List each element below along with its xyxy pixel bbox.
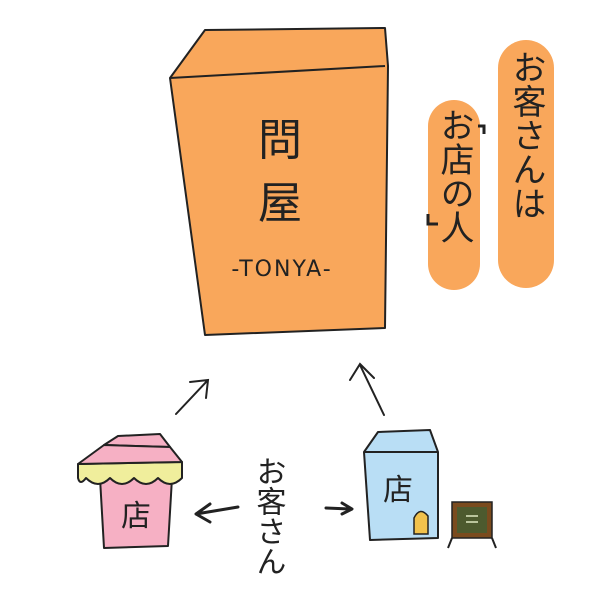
chalkboard-sign-icon [447, 501, 497, 549]
wholesaler-building: 問 屋 -TONYA- [169, 27, 389, 336]
pink-shop: 店 [77, 433, 183, 549]
chalkboard-lines [466, 515, 478, 523]
arrow-right-icon [324, 501, 354, 516]
pink-shop-awning [77, 461, 183, 485]
label-arrow-bottom-icon [426, 214, 438, 226]
wholesaler-roof-line [169, 65, 386, 79]
arrow-up-left-icon [175, 378, 210, 415]
blue-shop-door [413, 510, 429, 535]
wholesaler-kanji-top: 問 [258, 115, 302, 166]
customer-center-label: お客さん [251, 456, 286, 576]
pink-shop-sign: 店 [121, 499, 151, 534]
customer-center-text: お客さん [251, 456, 286, 576]
label-arrow-top-icon [478, 124, 486, 134]
pink-shop-awning-top [77, 444, 183, 465]
shop-people-text: お店の人 [434, 108, 474, 244]
blue-shop: 店 [363, 429, 439, 541]
customers-pill [498, 40, 554, 288]
wholesaler-romaji: -TONYA- [231, 257, 332, 282]
shop-people-label: お店の人 [428, 100, 480, 290]
blue-shop-sign: 店 [383, 473, 413, 508]
chalkboard-board [457, 507, 487, 533]
arrow-left-icon [194, 502, 240, 524]
customers-text: お客さんは [506, 50, 546, 220]
customers-label: お客さんは [498, 40, 554, 288]
arrow-up-right-icon [349, 362, 385, 416]
chalkboard-legs [447, 537, 497, 549]
wholesaler-kanji-bottom: 屋 [258, 178, 302, 229]
shop-people-pill [428, 100, 480, 290]
